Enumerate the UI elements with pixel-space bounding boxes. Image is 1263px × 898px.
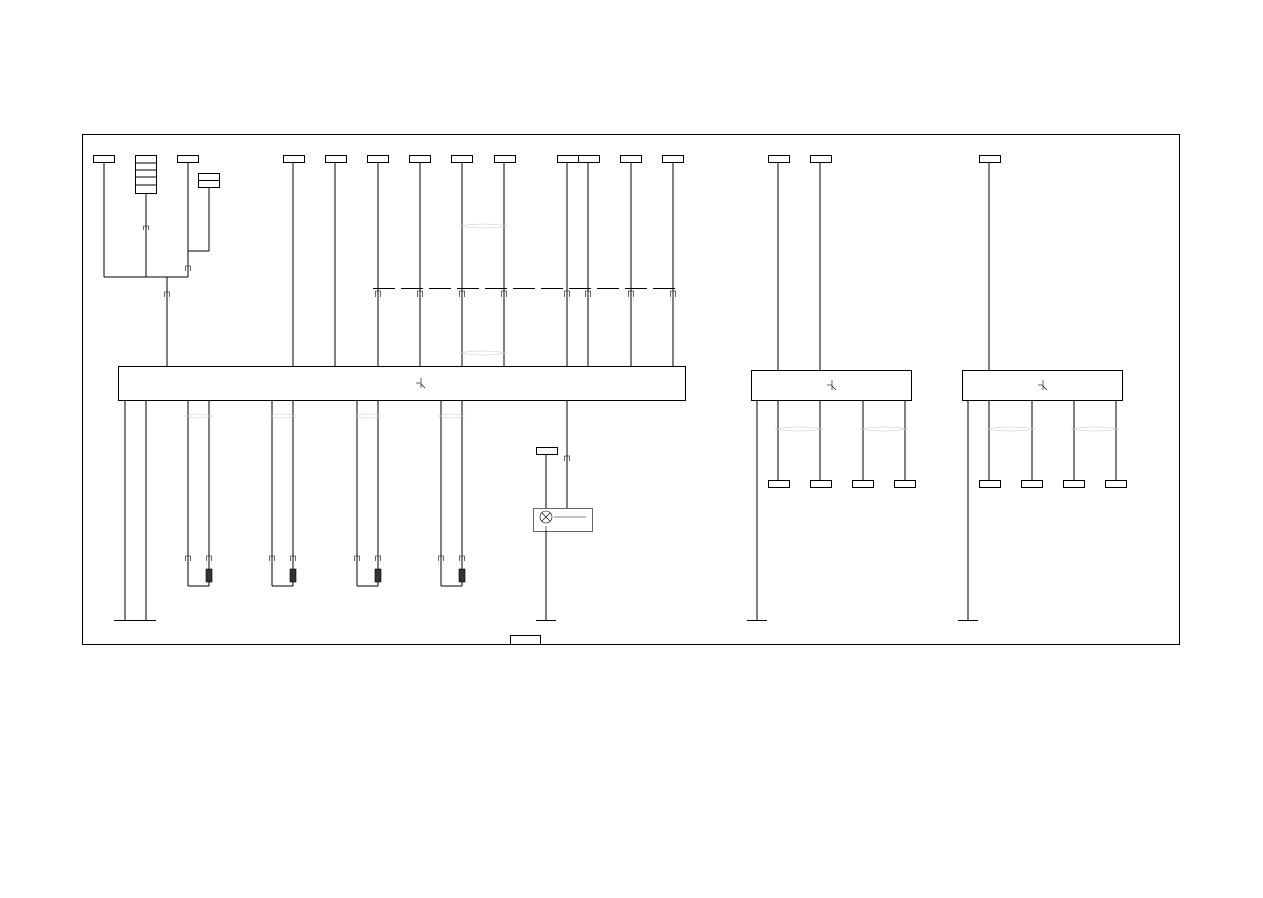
- sensor-icon: [205, 568, 213, 583]
- connector-pins: [375, 290, 676, 297]
- connector-terminal: [979, 155, 1001, 163]
- connector-terminal: [979, 480, 1001, 488]
- connector-terminal: [1105, 480, 1127, 488]
- transistor-icon: [827, 380, 837, 391]
- sensor-circuit: [437, 401, 467, 587]
- sub-module-2: [962, 370, 1123, 401]
- connector-terminal: [852, 480, 874, 488]
- connector-terminal: [578, 155, 600, 163]
- lamp-icon: [539, 510, 553, 524]
- frame-tab: [510, 635, 541, 645]
- connector-terminal: [494, 155, 516, 163]
- connector-terminal: [1021, 480, 1043, 488]
- main-control-module: [118, 366, 686, 401]
- connector-terminal: [1063, 480, 1085, 488]
- sensor-circuit: [353, 401, 383, 587]
- transistor-icon: [1038, 380, 1048, 391]
- connector-terminal: [620, 155, 642, 163]
- connector-terminal: [451, 155, 473, 163]
- transistor-icon: [416, 378, 426, 389]
- connector-terminal: [810, 480, 832, 488]
- connector-terminal: [325, 155, 347, 163]
- sensor-circuit: [184, 401, 214, 587]
- connector-terminal: [283, 155, 305, 163]
- lamp-circuit: [533, 401, 593, 621]
- connector-terminal: [367, 155, 389, 163]
- connector-terminal: [810, 155, 832, 163]
- connector-terminal: [409, 155, 431, 163]
- sensor-circuit: [268, 401, 298, 587]
- sub-section-1: [747, 155, 916, 621]
- sub-module-1: [751, 370, 912, 401]
- relay-icon: [198, 173, 220, 188]
- connector-terminal: [768, 155, 790, 163]
- sub-section-2: [958, 155, 1127, 621]
- sensor-icon: [458, 568, 466, 583]
- fuse-block-icon: [135, 155, 157, 194]
- connector-terminal: [536, 447, 558, 455]
- connector-terminal: [662, 155, 684, 163]
- diagram-frame: [82, 134, 1180, 645]
- main-section: [93, 155, 686, 621]
- connector-terminal: [557, 155, 579, 163]
- connector-terminal: [768, 480, 790, 488]
- connector-terminal: [894, 480, 916, 488]
- connector-terminal: [93, 155, 115, 163]
- sensor-icon: [374, 568, 382, 583]
- sensor-icon: [289, 568, 297, 583]
- connector-terminal: [177, 155, 199, 163]
